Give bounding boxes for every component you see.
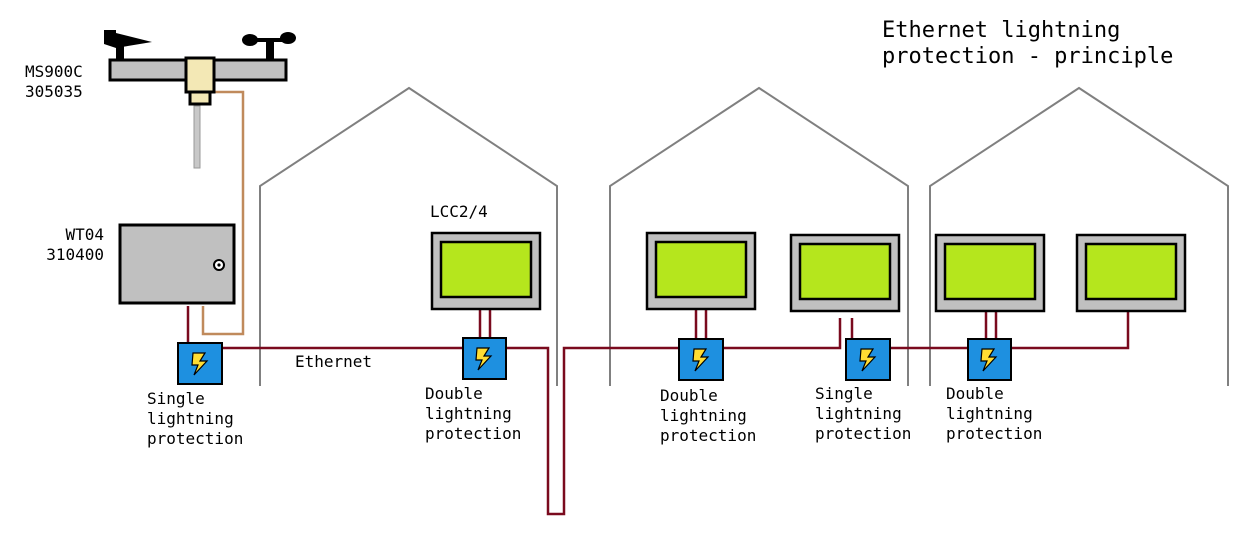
title-line-1: Ethernet lightning [882,18,1121,43]
house-outline [259,86,558,386]
lightning-protector-icon [845,338,891,381]
protection-line: protection [147,429,244,448]
sensor-shaft [193,105,201,169]
house-outline [609,86,909,386]
protection-type: Single [815,384,873,403]
wind-vane-post [116,42,124,60]
title-line-2: protection - principle [882,44,1174,69]
protection-label: Single lightning protection [815,384,911,444]
protection-line: lightning [946,404,1033,423]
lightning-protector-icon [462,337,507,380]
protection-line: protection [815,424,912,443]
sensor-cable [201,90,245,336]
protection-line: lightning [147,409,234,428]
sensor-label: MS900C 305035 [25,62,83,102]
protection-line: lightning [425,404,512,423]
protection-line: protection [946,424,1043,443]
wt04-lock-dot [217,263,221,267]
protection-label: Double lightning protection [660,386,756,446]
sensor-name: MS900C [25,62,83,81]
wind-vane-tail [104,30,116,44]
anemometer-cup-icon [242,34,258,46]
protection-line: lightning [660,406,747,425]
lightning-protector-icon [177,342,223,385]
diagram-title: Ethernet lightning protection - principl… [882,18,1173,70]
display-lcc [645,231,757,311]
anemometer-cup-icon [280,32,296,44]
ethernet-cable [186,306,1130,516]
protection-label: Single lightning protection [147,389,243,449]
transmitter-code: 310400 [46,245,104,264]
protection-line: protection [425,424,522,443]
protection-type: Double [425,384,483,403]
anemometer-post [266,40,274,60]
protection-line: protection [660,426,757,445]
sensor-connector [188,90,212,106]
protection-line: lightning [815,404,902,423]
display-lcc [789,233,901,313]
sensor-body [184,56,216,94]
transmitter-name: WT04 [65,225,104,244]
sensor-code: 305035 [25,82,83,101]
house-outline [929,86,1229,386]
lightning-protector-icon [678,338,724,381]
protection-type: Single [147,389,205,408]
display-lcc [934,233,1046,313]
lightning-protector-icon [967,338,1012,381]
transmitter-label: WT04 310400 [30,225,104,265]
display-label: LCC2/4 [430,202,488,221]
protection-label: Double lightning protection [946,384,1042,444]
protection-type: Double [660,386,718,405]
protection-type: Double [946,384,1004,403]
ethernet-label: Ethernet [295,352,373,371]
anemometer-arm [246,38,294,42]
protection-label: Double lightning protection [425,384,521,444]
display-lcc [430,231,542,311]
display-lcc [1075,233,1187,313]
